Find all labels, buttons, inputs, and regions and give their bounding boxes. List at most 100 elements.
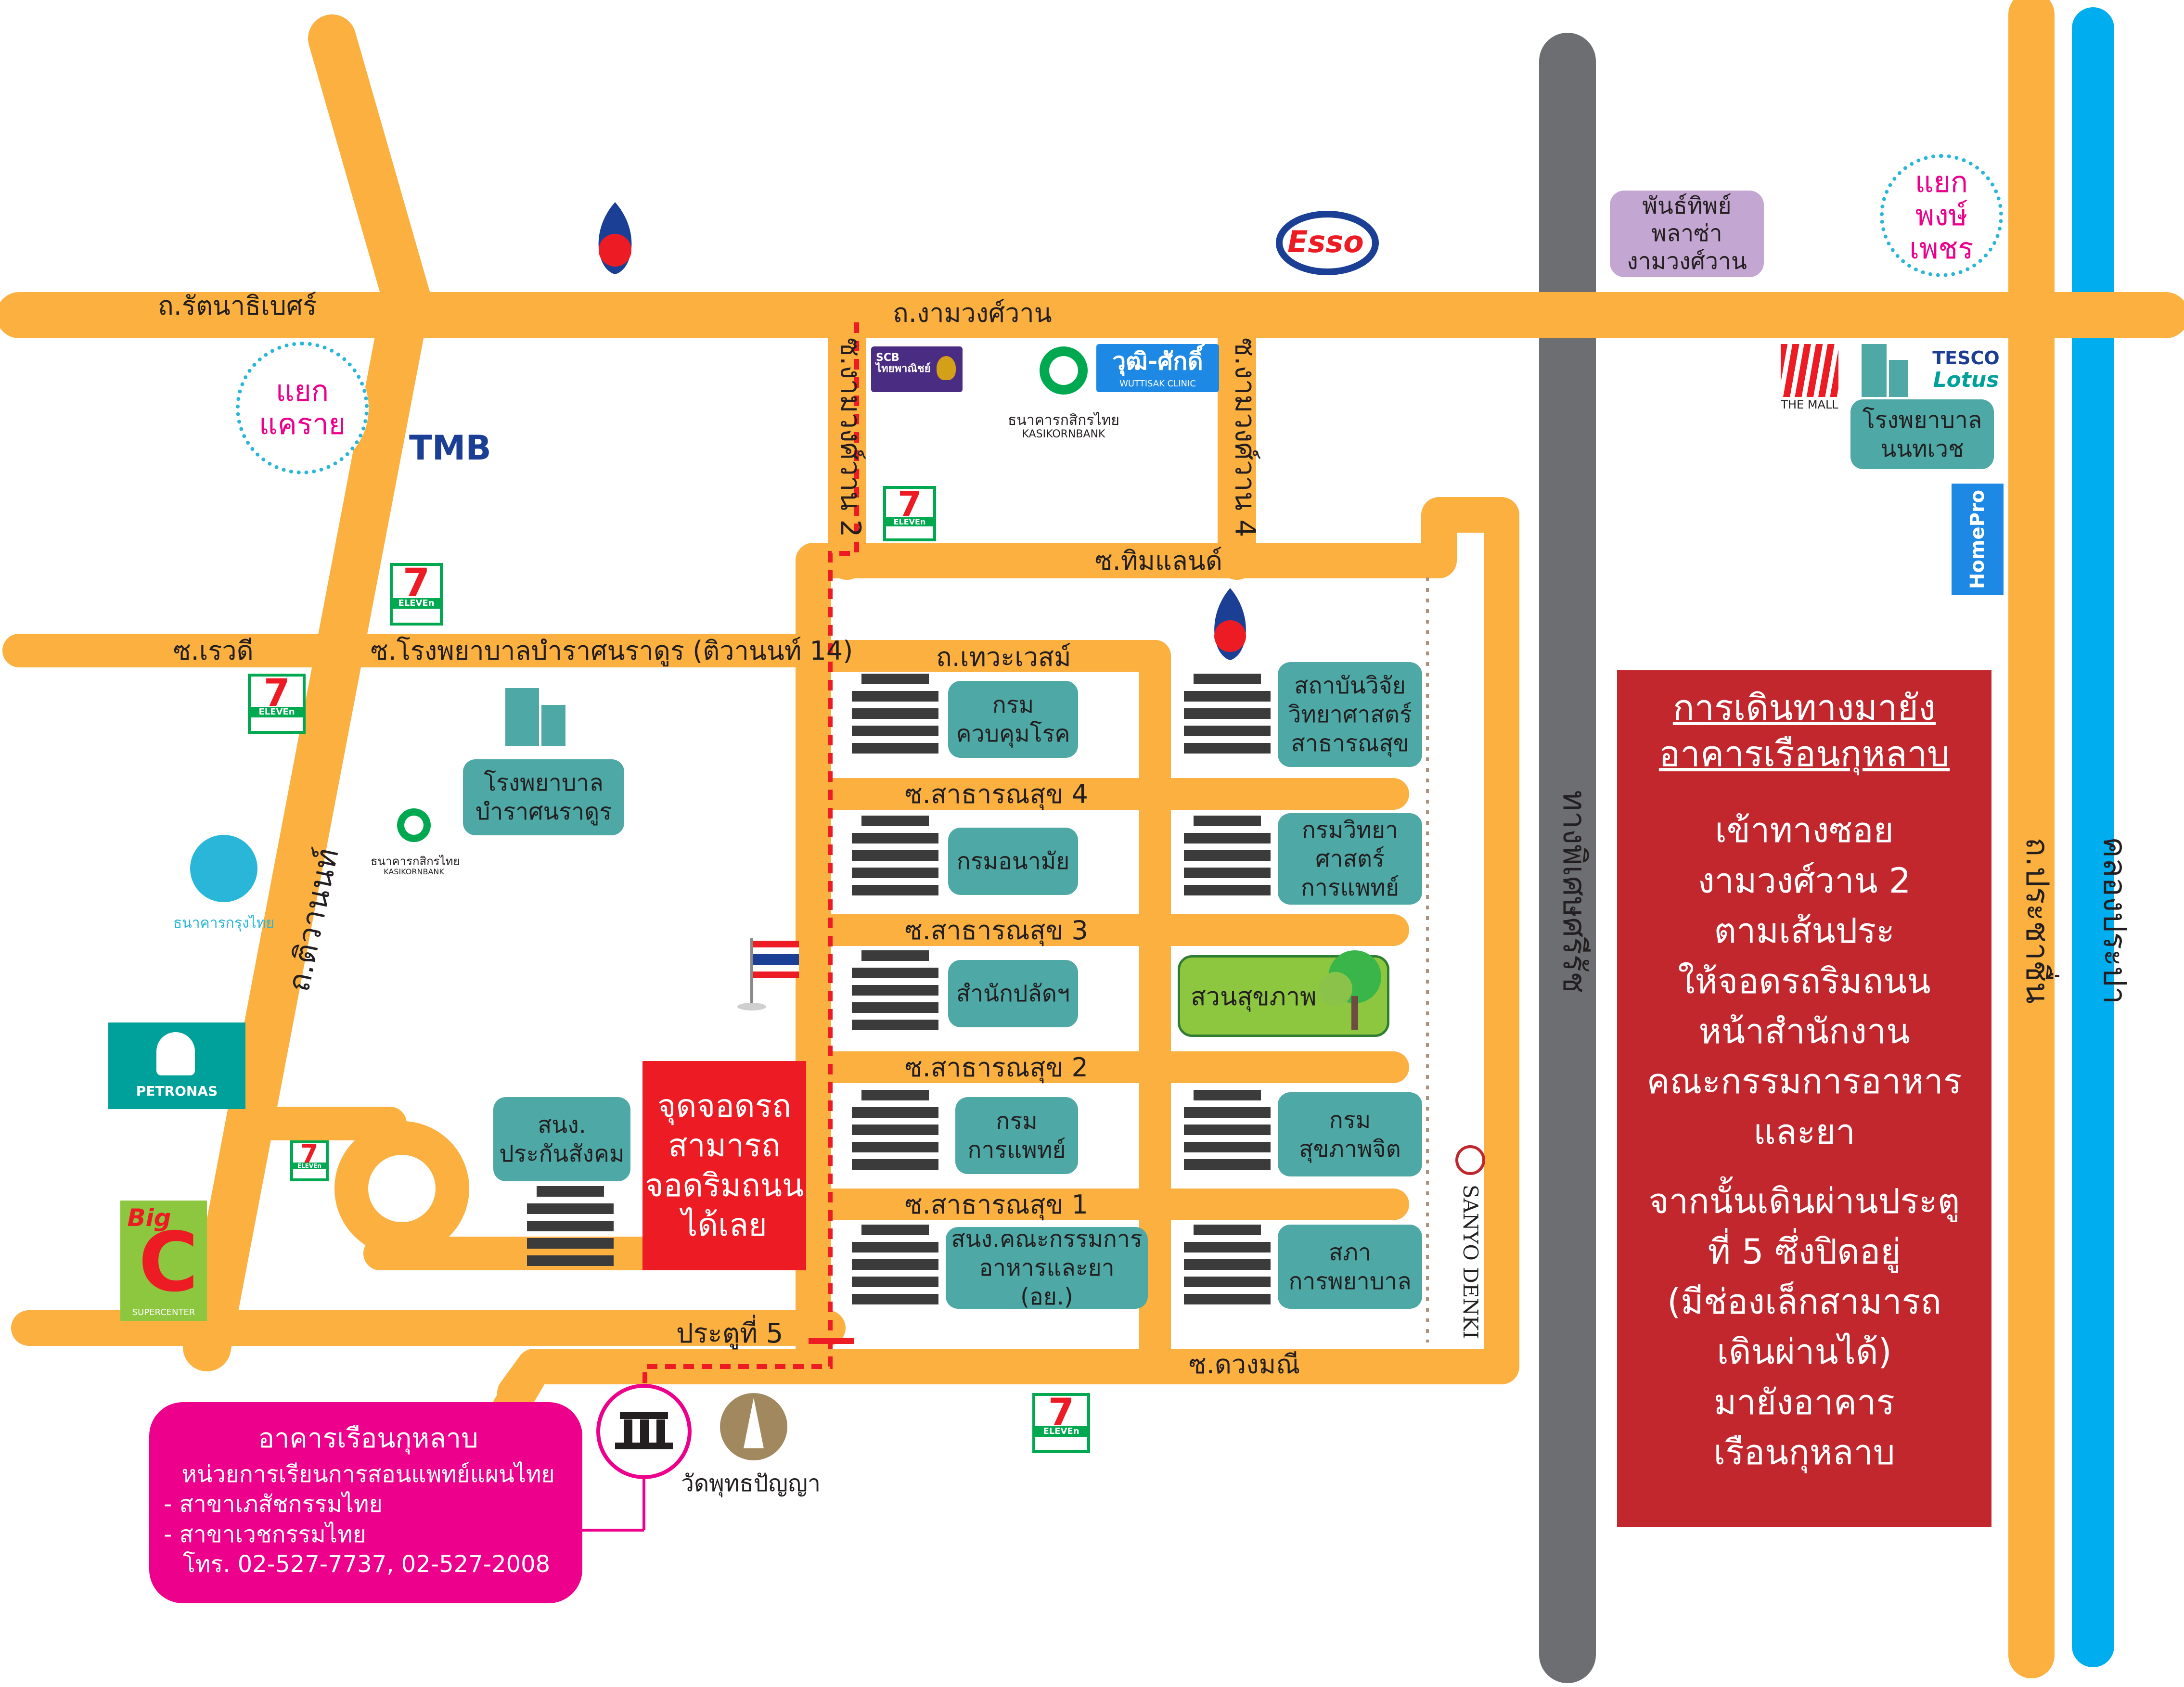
office-building-floor [852, 1242, 938, 1252]
parking-text: จุดจอดรถ สามารถ จอดริมถนน ได้เลย [644, 1087, 804, 1244]
seven-eleven-digit: 7 [898, 484, 922, 524]
road-label-prachachuen: ถ.ประชาชื่น [2018, 837, 2056, 1004]
office-building-floor [852, 985, 938, 996]
kbank-en: KASIKORNBANK [1022, 428, 1105, 440]
hospital-icon-bamrasnaradura [505, 688, 565, 746]
office-building-floor [527, 1238, 614, 1249]
kbank-th: ธนาคารกสิกรไทย [1008, 412, 1119, 429]
office-building-floor [861, 950, 929, 961]
office-building-floor [1184, 708, 1271, 719]
canal-khlong-prapa [2072, 7, 2114, 1667]
office-building-floor [861, 816, 929, 826]
building-nonthavej-hospital-text: โรงพยาบาล นนทเวช [1862, 406, 1982, 462]
building-nursing-council: สภา การพยาบาล [1278, 1225, 1422, 1309]
kbank-icon-inner [1049, 356, 1078, 385]
the-mall-logo: THE MALL [1771, 344, 1848, 411]
building-health-dept: กรมอนามัย [948, 828, 1078, 895]
expressway-sri-rat [1539, 33, 1596, 1683]
destination-phone: โทร. 02-527-7737, 02-527-2008 [183, 1551, 551, 1578]
tesco-text: TESCO [1932, 347, 2000, 369]
phanthip-plaza-text: พันธ์ทิพย์ พลาซ่า งามวงศ์วาน [1627, 192, 1747, 275]
office-building-floor [852, 1159, 938, 1170]
parking-box: จุดจอดรถ สามารถ จอดริมถนน ได้เลย [642, 1061, 806, 1270]
office-building-icon [1184, 674, 1271, 765]
office-building-floor [852, 1125, 938, 1135]
road-label-soi-thimland: ซ.ทิมแลนด์ [1095, 546, 1222, 576]
petronas-text: PETRONAS [136, 1083, 218, 1099]
building-mental-health-text: กรม สุขภาพจิต [1299, 1106, 1401, 1163]
office-building-floor [527, 1203, 614, 1214]
office-building-floor [852, 968, 938, 978]
seven-eleven-text: ELEVEn [393, 598, 440, 609]
junction-phong-phet: แยก พงษ์เพชร [1880, 154, 2003, 277]
office-building-floor [1184, 1242, 1271, 1252]
office-building-icon [852, 1090, 938, 1181]
bigc-text: Big [127, 1204, 171, 1232]
wuttisak-en: WUTTISAK CLINIC [1119, 379, 1196, 389]
office-building-icon [527, 1186, 614, 1278]
building-medical-sciences-text: กรมวิทยา ศาสตร์ การแพทย์ [1300, 817, 1400, 901]
building-social-security: สนง. ประกันสังคม [493, 1097, 630, 1181]
building-public-health-institute: สถาบันวิจัย วิทยาศาสตร์ สาธารณสุข [1278, 662, 1422, 767]
seven-eleven-text: ELEVEn [251, 707, 303, 717]
office-building-floor [1194, 1225, 1261, 1235]
directions-panel: การเดินทางมายัง อาคารเรือนกุหลาบ เข้าทาง… [1617, 670, 1991, 1527]
temple-icon-spire [744, 1398, 764, 1448]
office-building-floor [852, 1142, 938, 1152]
road-label-ngamwongwan: ถ.งามวงศ์วาน [893, 298, 1052, 328]
wuttisak-text: วุฒิ-ศักดิ์ [1112, 347, 1203, 375]
seven-eleven-digit: 7 [402, 561, 430, 606]
building-fda-office: สนง.คณะกรรมการ อาหารและยา (อย.) [946, 1226, 1148, 1310]
kbank-logo-2: ธนาคารกสิกรไทย KASIKORNBANK [371, 808, 460, 895]
building-medical-services-text: กรม การแพทย์ [967, 1108, 1066, 1163]
bigc-super: SUPERCENTER [132, 1307, 195, 1317]
road-label-expressway: ทางพิเศษศรีรัช [1555, 790, 1593, 993]
office-building-floor [1184, 833, 1271, 844]
road-label-rattanathibet: ถ.รัตนาธิเบศร์ [158, 291, 317, 321]
destination-unit: หน่วยการเรียนการสอนแพทย์แผนไทย [181, 1461, 555, 1488]
health-park-text: สวนสุขภาพ [1191, 982, 1317, 1011]
bigc-c: C [138, 1215, 199, 1310]
road-label-soi-bamrasnaradura: ซ.โรงพยาบาลบำราศนราดูร (ติวานนท์ 14) [371, 636, 853, 666]
building-nonthavej-hospital: โรงพยาบาล นนทเวช [1850, 399, 1994, 469]
ktb-logo: ธนาคารกรุงไทย [171, 835, 277, 946]
office-building-floor [852, 708, 938, 719]
office-building-floor [527, 1255, 614, 1266]
esso-logo-text: Esso [1287, 224, 1364, 259]
destination-box: อาคารเรือนกุหลาบ หน่วยการเรียนการสอนแพทย… [149, 1402, 582, 1603]
kbank2-icon-inner [404, 816, 424, 835]
roundabout [334, 1121, 469, 1256]
office-building-icon [1184, 1225, 1271, 1316]
office-building-icon [852, 674, 938, 765]
office-building-icon [1184, 1090, 1271, 1181]
destination-line1: - สาขาเภสัชกรรมไทย [164, 1491, 383, 1518]
office-building-floor [1184, 1159, 1271, 1170]
office-building-floor [861, 1225, 929, 1235]
junction-khae-rai-text: แยก แคราย [259, 374, 346, 441]
office-building-floor [1194, 816, 1261, 826]
hospital-icon-nonthavej [1862, 344, 1908, 397]
office-building-floor [1184, 691, 1271, 702]
scb-logo: SCB ไทยพาณิชย์ [871, 346, 963, 392]
road-label-sathansuk-2: ซ.สาธารณสุข 2 [905, 1052, 1088, 1083]
office-building-floor [852, 1107, 938, 1118]
seven-eleven-text: ELEVEn [1035, 1426, 1087, 1437]
ptt-icon [598, 202, 632, 274]
office-building-floor [861, 1090, 929, 1100]
building-mental-health: กรม สุขภาพจิต [1278, 1092, 1422, 1176]
building-bamrasnaradura-hospital: โรงพยาบาล บำราศนราดูร [463, 759, 624, 835]
tesco-lotus-logo: TESCO Lotus [1927, 347, 2004, 397]
building-health-dept-text: กรมอนามัย [956, 848, 1070, 875]
office-building-floor [861, 674, 929, 684]
road-label-sathansuk-3: ซ.สาธารณสุข 3 [905, 915, 1088, 946]
homepro-logo: HomePro [1952, 484, 2004, 595]
office-building-floor [1184, 1107, 1271, 1118]
building-public-health-institute-text: สถาบันวิจัย วิทยาศาสตร์ สาธารณสุข [1288, 672, 1412, 757]
directions-title: การเดินทางมายัง อาคารเรือนกุหลาบ [1658, 687, 1950, 775]
office-building-floor [852, 885, 938, 895]
seven-eleven-text: ELEVEn [293, 1162, 326, 1169]
